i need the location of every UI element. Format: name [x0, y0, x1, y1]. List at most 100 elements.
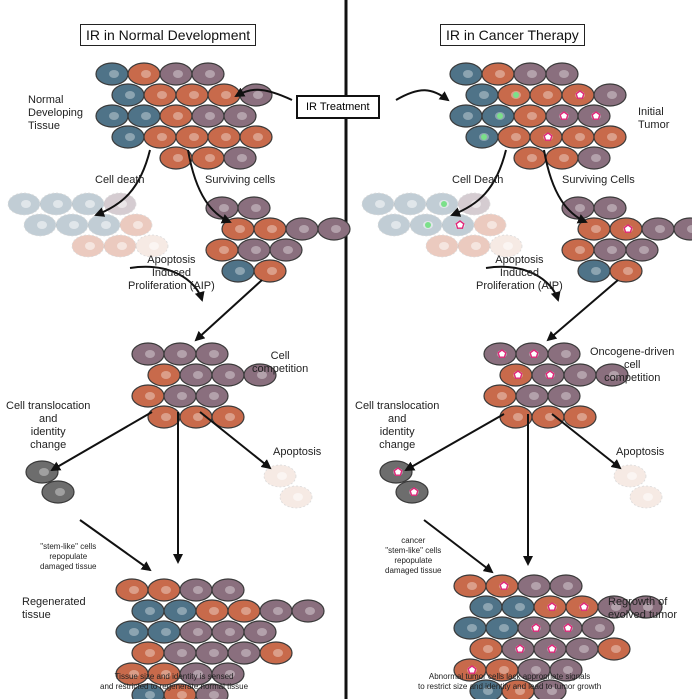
cell [545, 62, 579, 86]
cell [483, 342, 517, 366]
cell [593, 83, 627, 107]
right-aip-label: Apoptosis Induced Proliferation (AIP) [476, 254, 563, 292]
cell [513, 104, 547, 128]
cell [513, 146, 547, 170]
cell [87, 213, 121, 237]
cell [449, 62, 483, 86]
cell [577, 217, 611, 241]
cell [207, 83, 241, 107]
left-apoptosis-label: Apoptosis [273, 446, 322, 458]
cell [597, 595, 631, 619]
cell [629, 595, 663, 619]
cell [115, 620, 149, 644]
cell [191, 62, 225, 86]
cell [561, 238, 595, 262]
right-cell-death-label: Cell Death [452, 174, 504, 186]
cell [565, 595, 599, 619]
cell [481, 62, 515, 86]
cell [449, 104, 483, 128]
cell [379, 460, 413, 484]
cell [593, 238, 627, 262]
cell [377, 213, 411, 237]
flow-arrow [79, 519, 152, 572]
cell [613, 464, 647, 488]
cell [239, 125, 273, 149]
cell [483, 384, 517, 408]
cell [191, 146, 225, 170]
cell [501, 637, 535, 661]
cell [253, 217, 287, 241]
flow-arrow [543, 149, 588, 224]
cell [195, 683, 229, 699]
oncogene-marker [409, 487, 419, 496]
cell [179, 620, 213, 644]
cell [223, 146, 257, 170]
oncogene-marker [467, 665, 477, 674]
cell [23, 213, 57, 237]
cell [561, 83, 595, 107]
cell [191, 104, 225, 128]
cell [179, 578, 213, 602]
flow-arrow [50, 411, 153, 472]
cell [517, 616, 551, 640]
regrowth-label: Regrowth of evolved tumor [608, 596, 678, 621]
oncogene-marker [547, 644, 557, 653]
cell [395, 480, 429, 504]
cell [489, 234, 523, 258]
cell [545, 146, 579, 170]
cell [531, 363, 565, 387]
cell [211, 662, 245, 686]
cell [143, 125, 177, 149]
cell [243, 620, 277, 644]
cell [469, 595, 503, 619]
cell [131, 599, 165, 623]
cell [453, 574, 487, 598]
oncogene-marker [497, 349, 507, 358]
cell [515, 384, 549, 408]
cell [593, 196, 627, 220]
cell [95, 62, 129, 86]
cell [531, 405, 565, 429]
cell [127, 62, 161, 86]
cell [529, 125, 563, 149]
cell [547, 342, 581, 366]
cell [269, 238, 303, 262]
oncogene-marker [547, 602, 557, 611]
cell [465, 83, 499, 107]
cell [131, 641, 165, 665]
cell [549, 658, 583, 682]
ir-treatment-box: IR Treatment [296, 95, 380, 119]
cell [561, 125, 595, 149]
flow-arrow [551, 413, 622, 470]
flow-arrow [395, 89, 450, 102]
cell [239, 83, 273, 107]
flow-arrow [194, 279, 263, 342]
cell [195, 384, 229, 408]
cell [41, 480, 75, 504]
flow-arrow [546, 279, 619, 342]
right-surviving-label: Surviving Cells [562, 174, 635, 186]
oncogene-marker [513, 370, 523, 379]
cell [71, 192, 105, 216]
cell [279, 485, 313, 509]
cell [131, 683, 165, 699]
flow-arrow [129, 265, 205, 302]
cell [95, 104, 129, 128]
cell [147, 363, 181, 387]
cell [55, 213, 89, 237]
cell [453, 658, 487, 682]
cell [221, 259, 255, 283]
cell [291, 599, 325, 623]
flow-arrow [485, 265, 561, 302]
cell [263, 464, 297, 488]
cell [207, 125, 241, 149]
cell [259, 641, 293, 665]
cell [7, 192, 41, 216]
cell [119, 213, 153, 237]
cell [211, 363, 245, 387]
right-footer: Abnormal tumor cells lack appropriate si… [418, 672, 602, 691]
cell [565, 637, 599, 661]
cell [517, 574, 551, 598]
cell [469, 679, 503, 699]
cell [673, 217, 692, 241]
